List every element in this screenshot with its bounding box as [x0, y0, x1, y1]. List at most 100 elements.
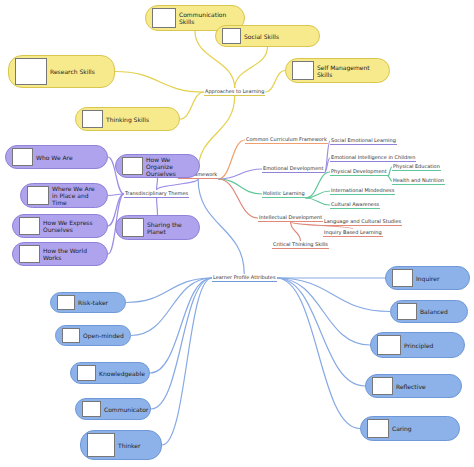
topic-text: Who We Are: [36, 154, 73, 161]
topic-pill: Inquirer: [385, 266, 470, 290]
thumbnail-picture: [372, 377, 393, 395]
topic-pill: Thinking Skills: [75, 107, 180, 131]
thumbnail-picture: [87, 433, 115, 457]
topic-pill: Risk-taker: [50, 292, 126, 313]
branch-text: Inquiry Based Learning: [324, 229, 382, 235]
branch-connector: [306, 172, 330, 198]
branch-label: International Mindedness: [330, 187, 395, 195]
branch-connector: [156, 198, 158, 215]
branch-label: Language and Cultural Studies: [323, 218, 402, 226]
branch-connector: [291, 222, 301, 241]
branch-text: Holistic Learning: [263, 190, 305, 196]
branch-connector: [277, 278, 390, 312]
topic-text: Thinker: [118, 442, 140, 449]
thumbnail-picture: [292, 61, 314, 80]
branch-text: Emotional Intelligence in Children: [331, 154, 415, 160]
branch-text: Language and Cultural Studies: [324, 218, 401, 224]
thumbnail-picture: [27, 186, 49, 205]
topic-text: Research Skills: [50, 68, 95, 75]
topic-pill: Reflective: [365, 374, 462, 398]
topic-pill: Knowledgeable: [70, 362, 150, 384]
topic-text: Reflective: [396, 383, 426, 390]
branch-label: Holistic Learning: [262, 190, 306, 198]
branch-label: Intellectual Development: [258, 214, 323, 222]
branch-connector: [151, 278, 212, 409]
thumbnail-picture: [12, 148, 33, 166]
topic-text: Thinking Skills: [106, 116, 149, 123]
branch-text: Critical Thinking Skills: [273, 241, 328, 247]
topic-text: Open-minded: [83, 332, 124, 339]
thumbnail-picture: [19, 245, 40, 263]
branch-text: Physical Development: [331, 168, 387, 174]
branch-text: Transdisciplinary Themes: [125, 190, 188, 196]
topic-text: Sharing the Planet: [147, 221, 193, 235]
topic-pill: Thinker: [80, 430, 162, 460]
branch-connector: [306, 198, 330, 205]
topic-pill: Open-minded: [55, 325, 131, 346]
branch-text: Emotional Development: [263, 165, 323, 171]
branch-text: Physical Education: [393, 163, 440, 169]
thumbnail-picture: [222, 28, 241, 44]
branch-connector: [198, 96, 235, 171]
topic-text: Knowledgeable: [99, 370, 145, 377]
branch-text: Approaches to Learning: [205, 88, 264, 94]
topic-text: Where We Are in Place and Time: [52, 185, 101, 206]
branch-connector: [218, 169, 262, 179]
topic-pill: Self Management Skills: [285, 58, 390, 83]
thumbnail-picture: [57, 295, 75, 310]
branch-label: Physical Education: [392, 163, 441, 171]
thumbnail-picture: [82, 401, 101, 417]
branch-connector: [115, 72, 204, 93]
thumbnail-picture: [152, 8, 176, 28]
topic-text: Communication Skills: [179, 11, 238, 25]
branch-label: Physical Development: [330, 168, 388, 176]
topic-pill: How We Express Ourselves: [12, 214, 108, 238]
topic-text: Inquirer: [416, 275, 439, 282]
topic-text: Caring: [392, 425, 412, 432]
branch-label: Emotional Development: [262, 165, 324, 173]
branch-connector: [277, 278, 370, 345]
topic-pill: Where We Are in Place and Time: [20, 183, 108, 208]
thumbnail-picture: [15, 58, 47, 85]
thumbnail-picture: [397, 303, 417, 320]
branch-label: Cultural Awareness: [330, 201, 380, 209]
topic-text: Social Skills: [244, 33, 279, 40]
branch-connector: [156, 178, 158, 190]
branch-label: Inquiry Based Learning: [323, 229, 383, 237]
branch-text: Learner Profile Attributes: [213, 274, 276, 280]
branch-connector: [235, 47, 268, 88]
branch-text: Social Emotional Learning: [331, 137, 396, 143]
branch-text: International Mindedness: [331, 187, 394, 193]
topic-text: Self Management Skills: [317, 64, 383, 78]
topic-pill: Principled: [370, 332, 465, 358]
topic-text: Balanced: [420, 308, 448, 315]
branch-label: Learner Profile Attributes: [212, 274, 277, 282]
thumbnail-picture: [367, 419, 389, 438]
thumbnail-picture: [122, 218, 144, 237]
branch-label: Common Curriculum Framework: [245, 136, 328, 144]
topic-text: Communicator: [104, 406, 148, 413]
branch-connector: [277, 278, 365, 386]
topic-pill: Balanced: [390, 300, 468, 323]
branch-connector: [306, 191, 330, 198]
branch-text: Intellectual Development: [259, 214, 322, 220]
branch-connector: [157, 179, 199, 190]
topic-text: How We Organize Ourselves: [146, 156, 193, 177]
thumbnail-picture: [122, 157, 143, 175]
topic-pill: Who We Are: [5, 145, 108, 169]
topic-pill: Social Skills: [215, 25, 320, 47]
branch-connector: [218, 179, 258, 218]
topic-text: How the World Works: [43, 247, 101, 261]
branch-label: Critical Thinking Skills: [272, 241, 329, 249]
branch-connector: [277, 277, 385, 278]
branch-connector: [180, 92, 204, 119]
topic-pill: Sharing the Planet: [115, 215, 200, 240]
branch-connector: [150, 278, 212, 373]
thumbnail-picture: [82, 110, 103, 128]
branch-connector: [265, 71, 285, 93]
branch-label: Transdisciplinary Themes: [124, 190, 189, 198]
thumbnail-picture: [19, 217, 40, 235]
branch-text: Health and Nutrition: [393, 177, 444, 183]
thumbnail-picture: [62, 328, 80, 343]
branch-text: Common Curriculum Framework: [246, 136, 327, 142]
